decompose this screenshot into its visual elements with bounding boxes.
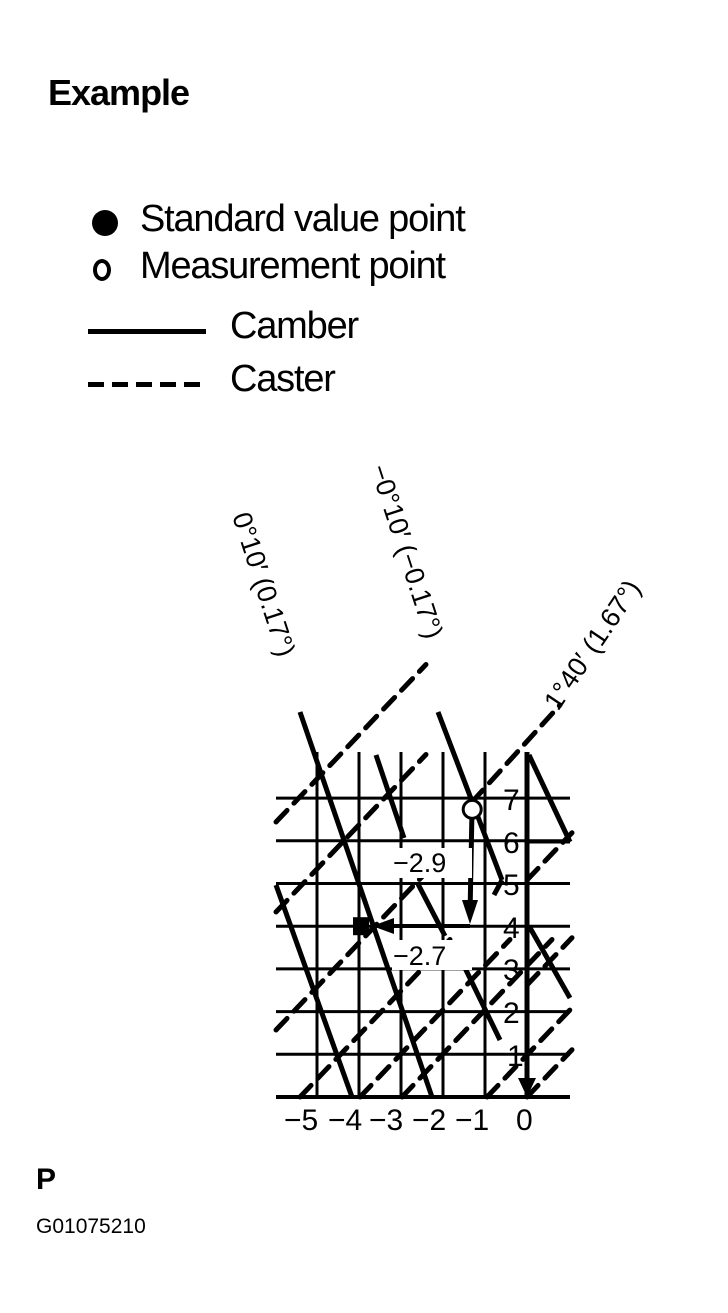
camber-lines [273,711,573,1098]
open-circle-icon [93,259,111,281]
x-tick-0: 0 [516,1104,533,1137]
y-tick-3: 3 [503,954,520,987]
caster-line [357,937,513,1100]
legend-label: Measurement point [140,245,446,287]
y-tick-7: 7 [503,784,520,817]
annotation-bottom: −2.7 [393,941,446,971]
annotation-bg [392,848,472,878]
camber-line [415,882,448,938]
camber-line-standard [297,711,435,1098]
caster-line [484,1005,575,1100]
page-title: Example [48,72,190,113]
arrow-head-down-icon [518,1078,536,1097]
y-tick-5: 5 [503,869,520,902]
measurement-point [461,798,483,820]
camber-line [373,754,407,839]
label-camber-measured: −0°10′ (−0.17°) [364,461,449,643]
camber-line [526,753,573,844]
y-tick-4: 4 [503,912,520,945]
legend-label: Standard value point [140,198,466,240]
caster-line-main [469,702,563,805]
camber-line [491,878,505,897]
x-tick-m4: −4 [328,1104,362,1137]
annotation-top: −2.9 [393,848,446,878]
arrow-head-down-icon [462,900,478,924]
camber-line-measured [435,711,505,881]
footer-mark: P [36,1163,57,1196]
caster-line [273,752,429,915]
camber-line [273,884,355,1098]
label-caster: 1°40′ (1.67°) [538,574,647,715]
x-tick-m5: −5 [284,1104,318,1137]
x-tick-m1: −1 [455,1104,489,1137]
camber-line [526,924,573,1000]
x-tick-m3: −3 [369,1104,403,1137]
y-tick-6: 6 [503,827,520,860]
annotation-bg [392,940,472,970]
arrow-head-left-icon [372,918,394,934]
filled-circle-icon [92,210,118,236]
x-tick-m2: −2 [412,1104,446,1137]
caster-line [524,1047,575,1100]
solid-line-icon [88,329,206,334]
caster-line [273,662,429,825]
dashed-line-icon [88,382,206,387]
legend-label: Camber [230,305,359,347]
caster-line [273,870,429,1033]
y-tick-2: 2 [503,997,520,1030]
camber-line [462,966,503,1042]
standard-value-point [353,917,369,936]
label-camber-standard: 0°10′ (0.17°) [226,509,301,661]
y-tick-1: 1 [507,1040,524,1073]
caster-line [399,937,555,1100]
marks [353,798,536,1097]
figure-code: G01075210 [36,1215,146,1238]
legend-label: Caster [230,358,336,400]
